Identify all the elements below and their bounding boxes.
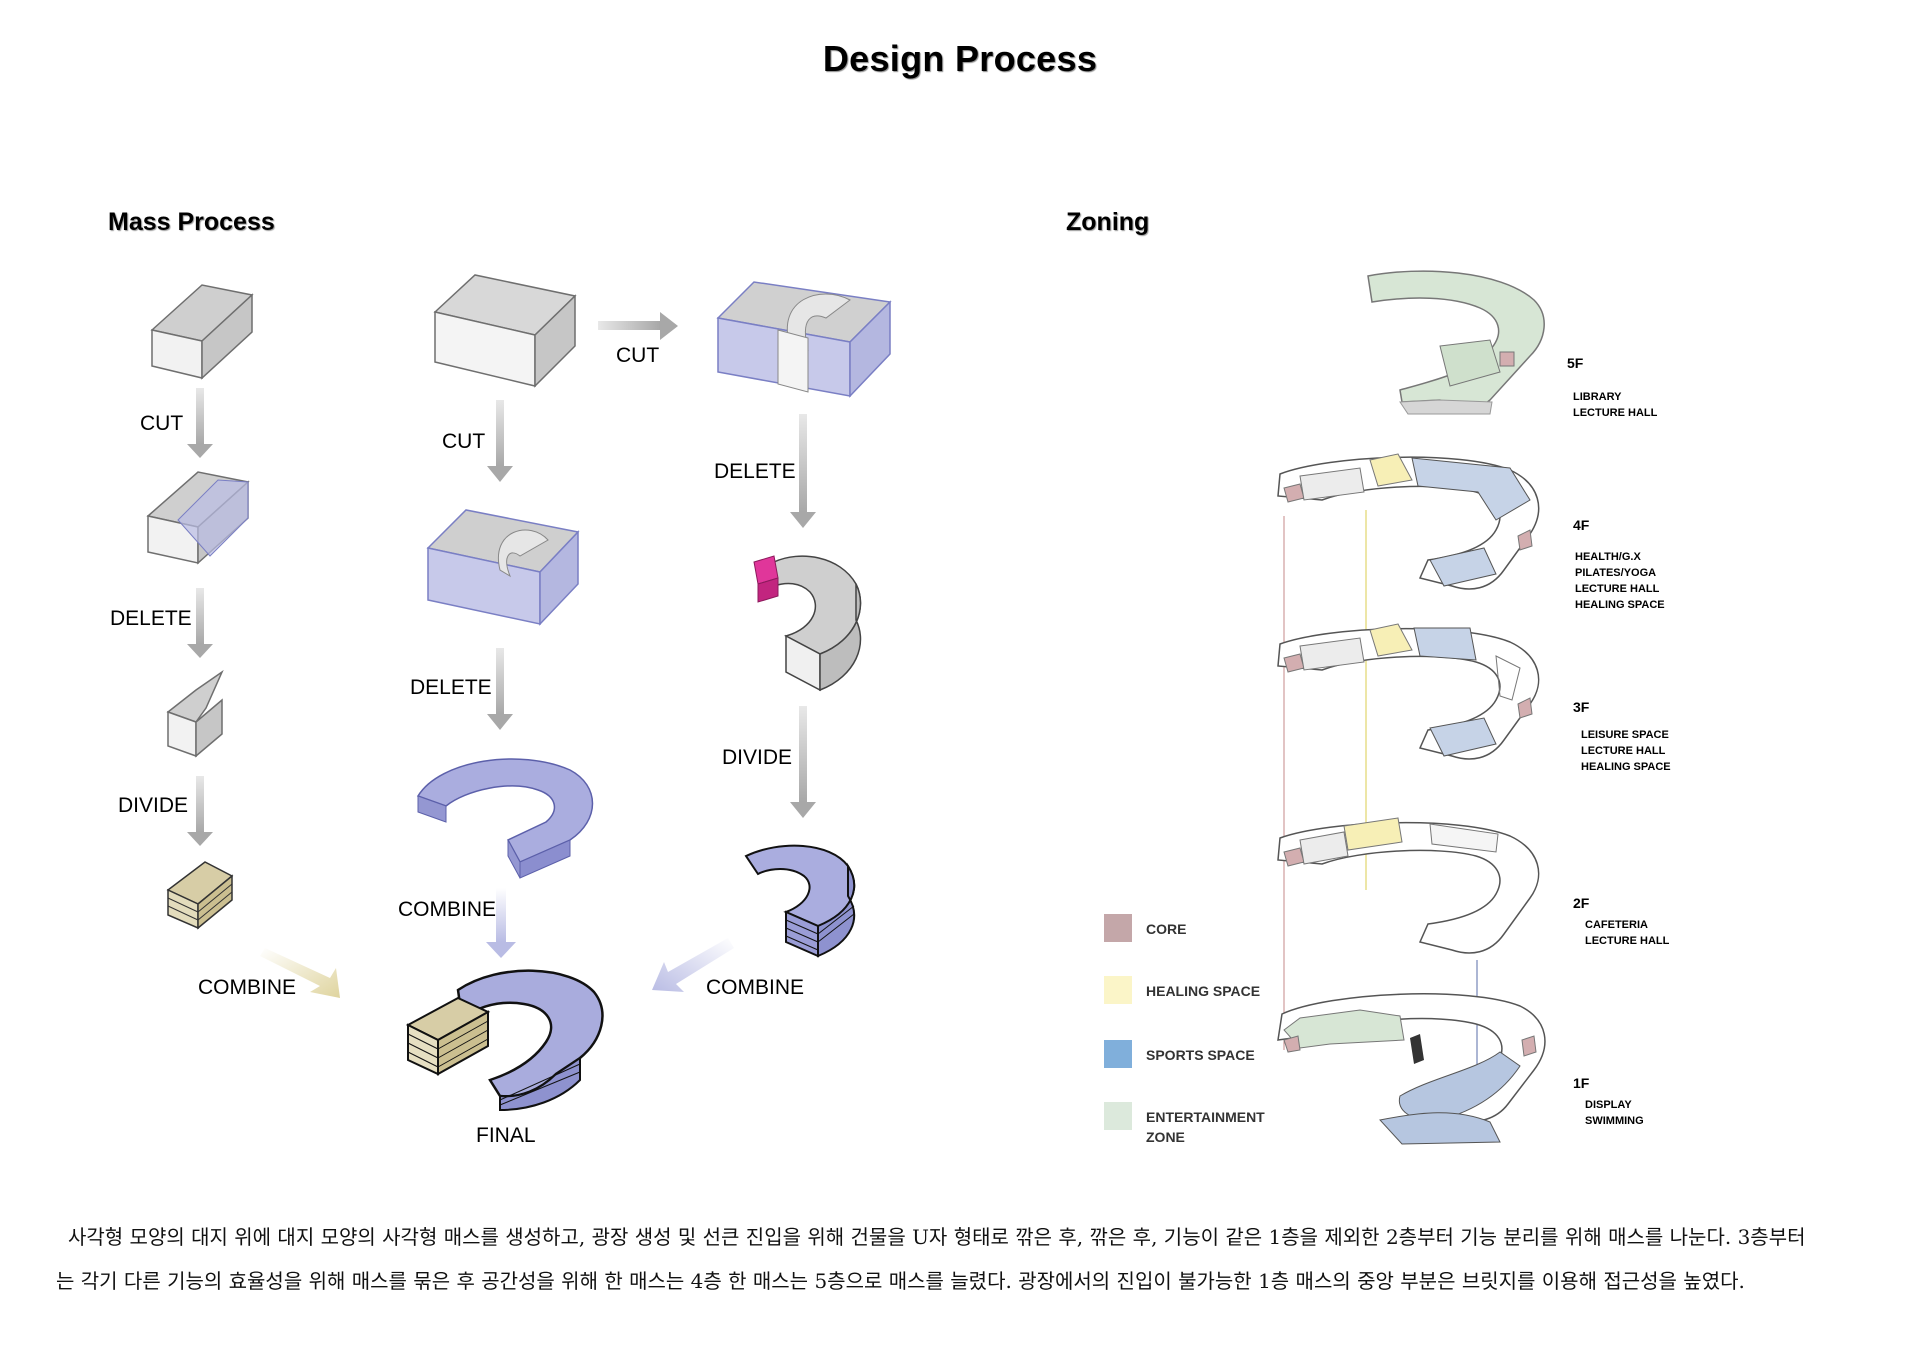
floor-3f-use-3: HEALING SPACE: [1581, 761, 1671, 773]
legend-swatch-healing: [1104, 976, 1132, 1004]
col1-block-cut: [146, 471, 250, 565]
legend-swatch-sports: [1104, 1040, 1132, 1068]
mass-process-heading: Mass Process: [108, 208, 275, 236]
col2-label-final: FINAL: [476, 1124, 536, 1147]
col2-final-mass: [405, 969, 604, 1112]
floor-2f-use-2: LECTURE HALL: [1585, 935, 1670, 947]
floor-3f-use-1: LEISURE SPACE: [1581, 729, 1669, 741]
col3-arrow-divide: [790, 706, 816, 818]
col2-arrow-delete: [487, 648, 513, 730]
col1-block-delete: [166, 669, 224, 758]
floor-3f-label: 3F: [1573, 699, 1590, 715]
col2-block-solid: [433, 274, 577, 388]
col2-label-delete: DELETE: [410, 676, 492, 699]
floor-5f-label: 5F: [1567, 355, 1584, 371]
col3-arrow-delete: [790, 414, 816, 528]
col1-label-combine: COMBINE: [198, 976, 296, 999]
floor-2f-use-1: CAFETERIA: [1585, 919, 1648, 931]
floor-4f-use-3: LECTURE HALL: [1575, 583, 1660, 595]
legend-label-core: CORE: [1146, 921, 1186, 937]
col3-label-divide: DIVIDE: [722, 746, 792, 769]
col1-label-divide: DIVIDE: [118, 794, 188, 817]
col2-arrow-combine: [486, 888, 516, 958]
description: 사각형 모양의 대지 위에 대지 모양의 사각형 매스를 생성하고, 광장 생성…: [56, 1215, 1868, 1303]
legend-swatch-entertainment: [1104, 1102, 1132, 1130]
col1-arrow-combine: [260, 948, 340, 998]
col2-arrow-cut-down: [487, 400, 513, 482]
col3-label-delete: DELETE: [714, 460, 796, 483]
col1-label-cut: CUT: [140, 412, 183, 435]
floor-5f-plan: [1367, 270, 1545, 415]
col2-label-cut-down: CUT: [442, 430, 485, 453]
col2-u-shape: [416, 758, 594, 879]
floor-1f-use-1: DISPLAY: [1585, 1099, 1632, 1111]
col1-block-divided: [166, 861, 234, 930]
floor-2f-plan: [1277, 817, 1540, 954]
col3-label-combine: COMBINE: [706, 976, 804, 999]
floor-4f-plan: [1277, 453, 1540, 590]
floor-2f-label: 2F: [1573, 895, 1590, 911]
col3-u-gray: [753, 555, 862, 692]
floor-1f-use-2: SWIMMING: [1585, 1115, 1644, 1127]
description-line-2: 는 각기 다른 기능의 효율성을 위해 매스를 묶은 후 공간성을 위해 한 매…: [56, 1269, 1745, 1293]
col2-block-cut: [426, 509, 580, 626]
col1-arrow-divide: [187, 776, 213, 846]
col3-u-divided: [744, 844, 856, 958]
floor-3f-use-2: LECTURE HALL: [1581, 745, 1666, 757]
description-line-1: 사각형 모양의 대지 위에 대지 모양의 사각형 매스를 생성하고, 광장 생성…: [68, 1225, 1806, 1249]
page-title: Design Process: [822, 38, 1098, 79]
legend-swatch-core: [1104, 914, 1132, 942]
floor-3f-plan: [1277, 623, 1540, 760]
zoning-heading: Zoning: [1066, 208, 1150, 236]
legend-label-healing: HEALING SPACE: [1146, 983, 1260, 999]
floor-4f-use-4: HEALING SPACE: [1575, 599, 1665, 611]
col2-label-cut-right: CUT: [616, 344, 659, 367]
floor-5f-use-1: LIBRARY: [1573, 391, 1622, 403]
col1-arrow-delete: [187, 588, 213, 658]
legend-label-sports: SPORTS SPACE: [1146, 1047, 1255, 1063]
col3-arrow-combine: [652, 938, 734, 992]
col1-arrow-cut: [187, 388, 213, 458]
floor-4f-label: 4F: [1573, 517, 1590, 533]
col2-arrow-cut-right: [598, 312, 678, 340]
floor-5f-use-2: LECTURE HALL: [1573, 407, 1658, 419]
col2-label-combine: COMBINE: [398, 898, 496, 921]
zoning-legend: CORE HEALING SPACE SPORTS SPACE ENTERTAI…: [1104, 914, 1265, 1145]
col1-label-delete: DELETE: [110, 607, 192, 630]
floor-1f-label: 1F: [1573, 1075, 1590, 1091]
floor-1f-plan: [1277, 993, 1546, 1145]
floor-4f-use-2: PILATES/YOGA: [1575, 567, 1656, 579]
col1-block-solid: [150, 284, 254, 380]
floor-4f-use-1: HEALTH/G.X: [1575, 551, 1641, 563]
col3-block-cut: [716, 281, 892, 398]
